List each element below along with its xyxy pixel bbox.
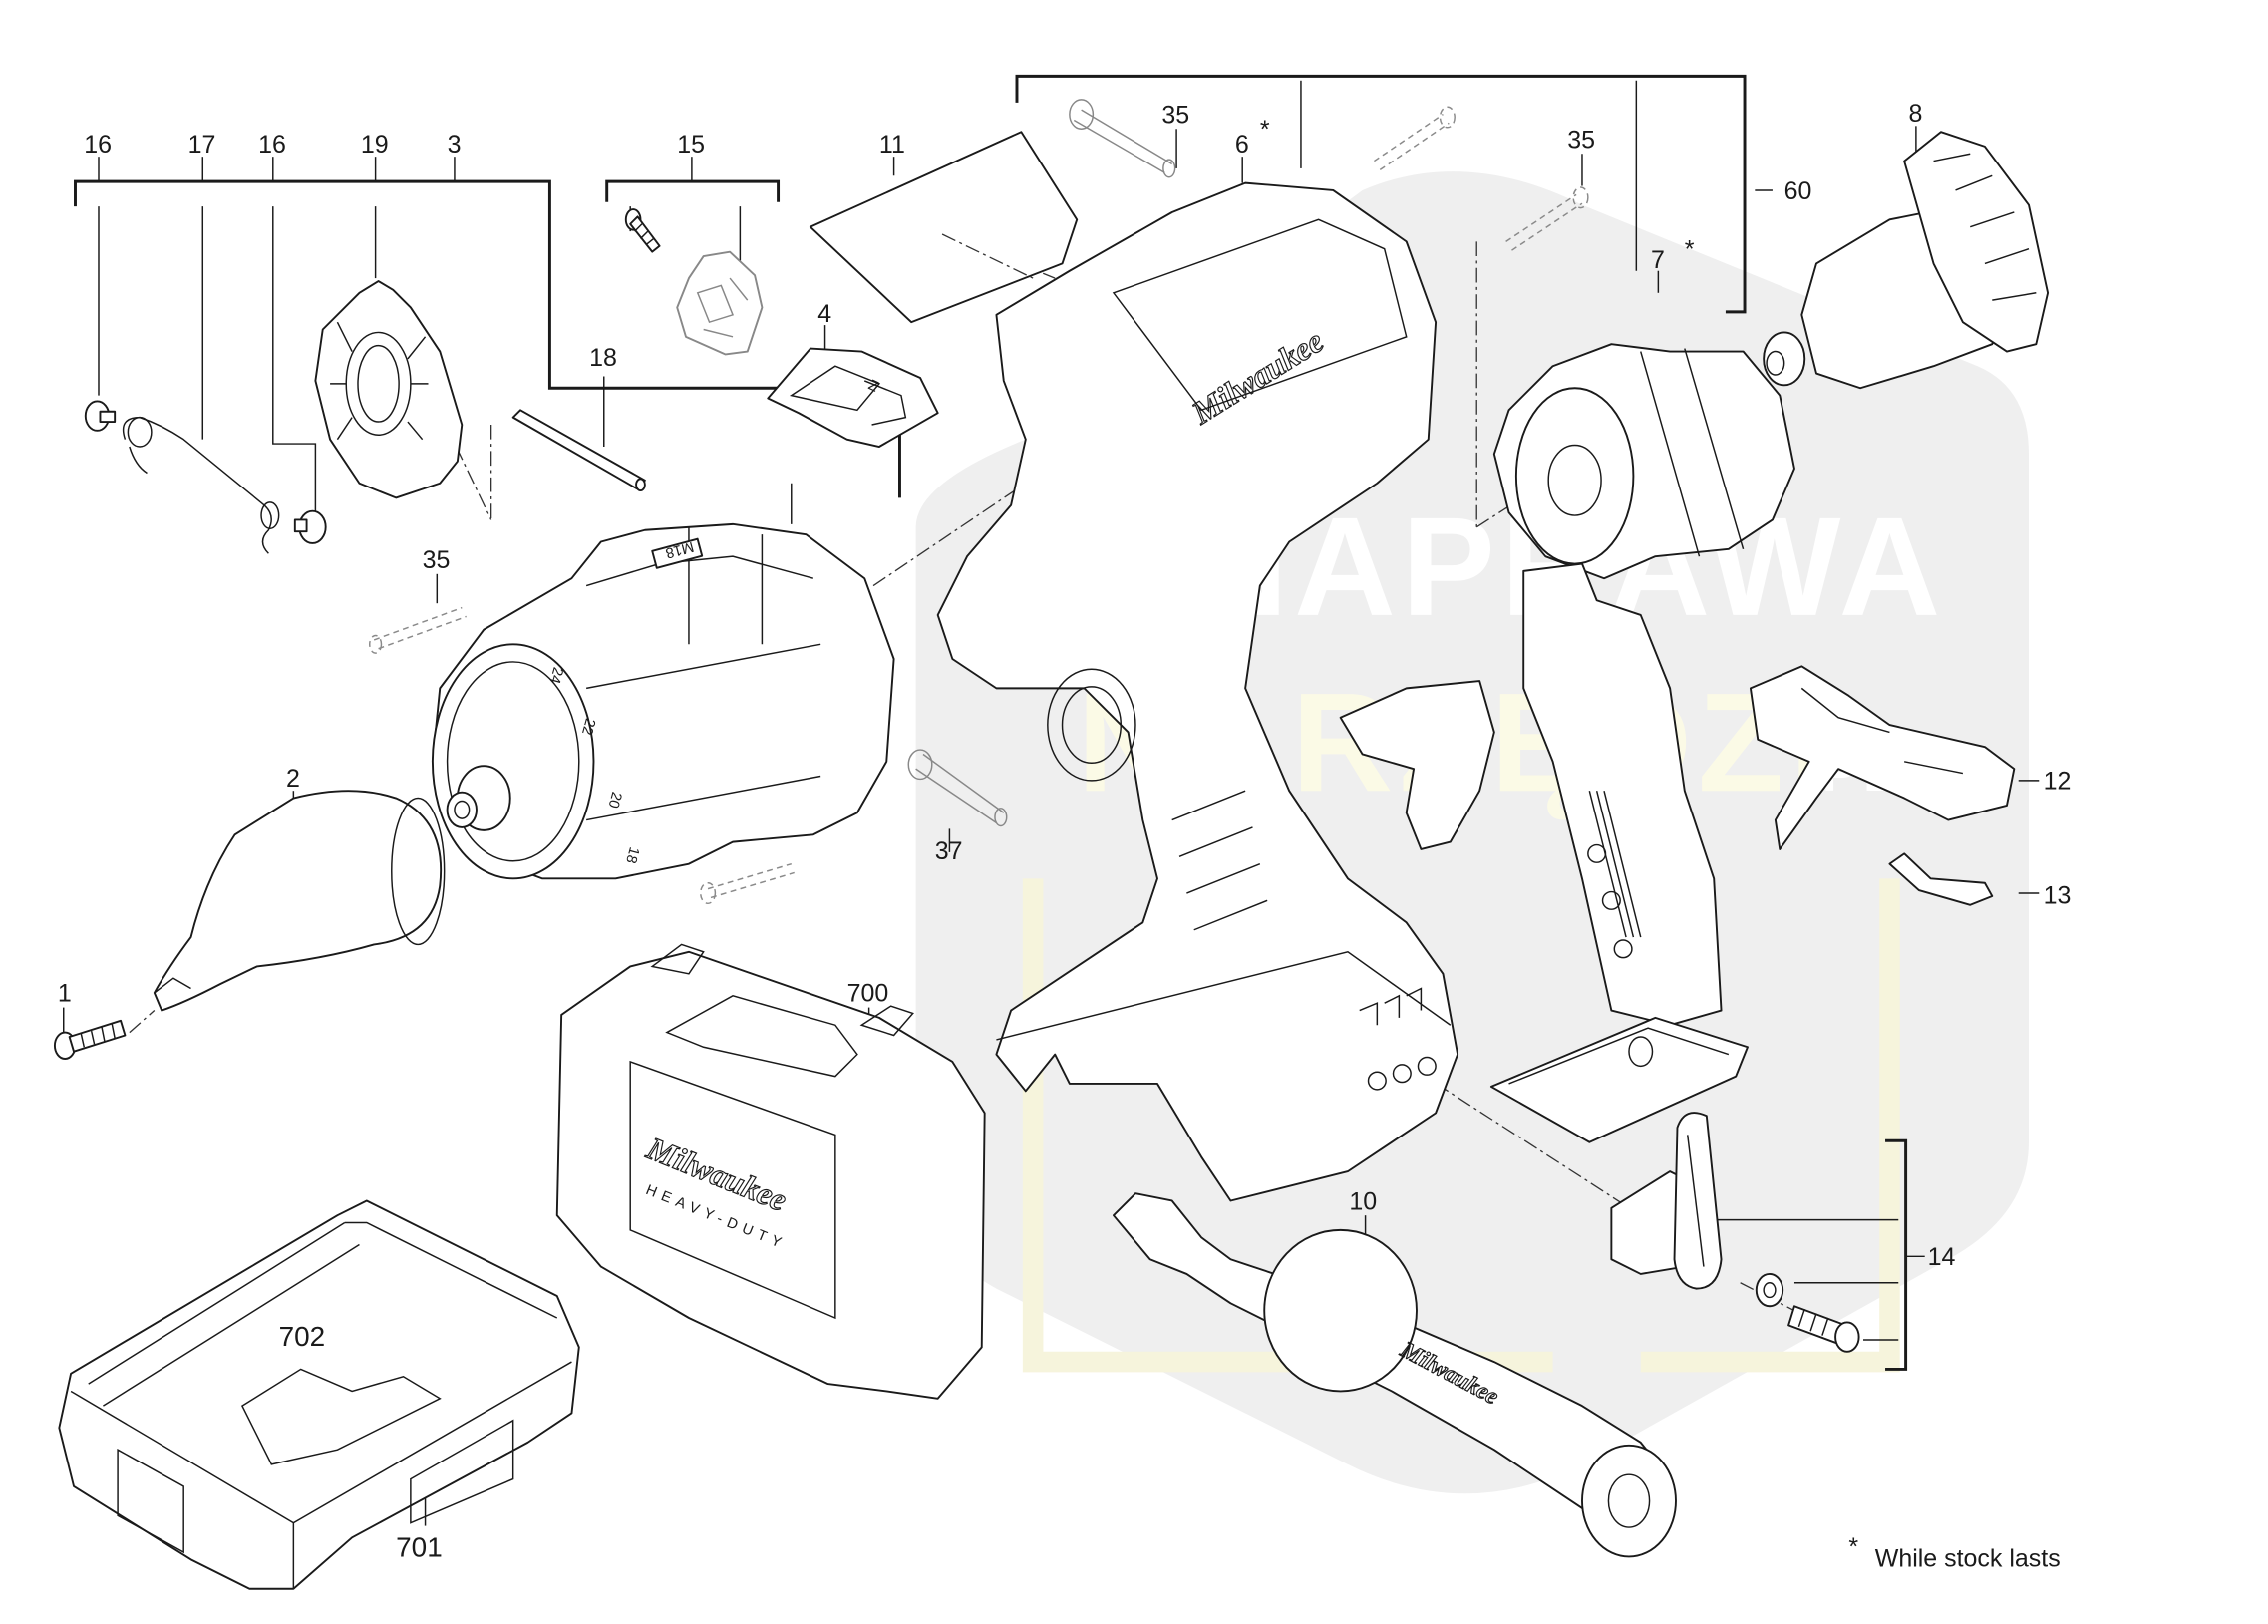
bracket-group-60 bbox=[1015, 74, 1747, 314]
part-15-connector bbox=[676, 250, 764, 356]
callout-8: 8 bbox=[1909, 100, 1923, 128]
part-7-stator bbox=[1492, 343, 1795, 580]
part-16-pin-a bbox=[84, 400, 117, 432]
callout-700: 700 bbox=[847, 980, 889, 1008]
part-2-chuck bbox=[153, 790, 446, 1012]
footnote-text: While stock lasts bbox=[1875, 1545, 2061, 1573]
part-14-belt-clip bbox=[1610, 1112, 1723, 1290]
part-18-rod bbox=[511, 409, 646, 492]
callout-702: 702 bbox=[279, 1321, 326, 1352]
callout-18: 18 bbox=[589, 344, 617, 372]
part-702-insert bbox=[240, 1368, 442, 1465]
part-3-gearbox: M18 24 22 20 18 bbox=[431, 522, 895, 880]
callout-16: 16 bbox=[258, 131, 286, 159]
callout-37: 37 bbox=[935, 837, 963, 865]
bracket-group-14 bbox=[1885, 1138, 1908, 1371]
part-11-label-sheet bbox=[809, 131, 1079, 324]
gearbox-badge-text: M18 bbox=[664, 538, 696, 561]
part-14-screw bbox=[1787, 1305, 1860, 1353]
part-12-trigger-switch bbox=[1749, 665, 2016, 850]
callout-19: 19 bbox=[361, 131, 389, 159]
part-13-spring-clip bbox=[1888, 852, 1994, 906]
callout-16: 16 bbox=[84, 131, 112, 159]
callout-17: 17 bbox=[188, 131, 216, 159]
callout-7: 7 bbox=[1651, 246, 1665, 274]
part-35-screw-top-left bbox=[1069, 99, 1176, 178]
callout-6: 6 bbox=[1235, 131, 1249, 159]
callout-35: 35 bbox=[1161, 101, 1189, 129]
callout-10: 10 bbox=[1349, 1187, 1377, 1215]
part-1-screw bbox=[53, 1019, 127, 1060]
part-8-rotor bbox=[1763, 131, 2050, 390]
callout-4: 4 bbox=[817, 300, 831, 328]
bracket-group-15 bbox=[605, 179, 781, 202]
callout-3: 3 bbox=[448, 131, 462, 159]
part-15-screw bbox=[624, 208, 661, 253]
part-19-ring-gear-plate bbox=[314, 280, 464, 499]
callout-14: 14 bbox=[1928, 1243, 1956, 1271]
part-35-screw-gearbox-lower bbox=[699, 862, 795, 905]
part-16-pin-b bbox=[293, 509, 327, 544]
part-4-direction-switch: Z bbox=[767, 347, 939, 448]
part-701-carry-case bbox=[58, 1199, 580, 1590]
callout-701: 701 bbox=[396, 1531, 443, 1562]
callout-1: 1 bbox=[58, 980, 72, 1008]
footnote-marker: * bbox=[1848, 1533, 1858, 1561]
part-37-screw bbox=[907, 749, 1008, 827]
callout-11: 11 bbox=[879, 131, 905, 159]
part-14-washer bbox=[1755, 1272, 1784, 1308]
part-35-screw-top-right bbox=[1505, 186, 1589, 251]
bracket-group-3 bbox=[74, 179, 901, 498]
asterisk-part-7: * bbox=[1685, 236, 1695, 264]
part-17-spring bbox=[122, 416, 280, 554]
part-35-screw-gearbox bbox=[369, 606, 467, 654]
clutch-number-22: 22 bbox=[578, 717, 598, 737]
callout-13: 13 bbox=[2044, 881, 2072, 909]
clutch-number-24: 24 bbox=[546, 665, 566, 685]
m18-badge bbox=[651, 537, 704, 569]
callout-15: 15 bbox=[677, 131, 705, 159]
clutch-number-18: 18 bbox=[622, 845, 642, 865]
asterisk-part-6: * bbox=[1260, 116, 1270, 144]
part-35-screw-top-mid bbox=[1373, 106, 1456, 170]
callout-labels: 16 17 16 19 3 15 11 4 18 35 6 35 35 60 7… bbox=[58, 100, 2072, 1563]
part-switch-assembly bbox=[1339, 562, 1749, 1143]
clutch-number-20: 20 bbox=[604, 790, 624, 810]
callout-2: 2 bbox=[286, 765, 300, 793]
callout-60: 60 bbox=[1784, 177, 1812, 205]
callout-35: 35 bbox=[423, 546, 451, 574]
footnote: * While stock lasts bbox=[1848, 1533, 2060, 1573]
part-700-carry-case: Milwaukee HEAVY-DUTY bbox=[555, 943, 986, 1400]
callout-35: 35 bbox=[1567, 126, 1595, 154]
part-6-housing: Milwaukee bbox=[936, 181, 1459, 1202]
callout-12: 12 bbox=[2044, 768, 2072, 796]
